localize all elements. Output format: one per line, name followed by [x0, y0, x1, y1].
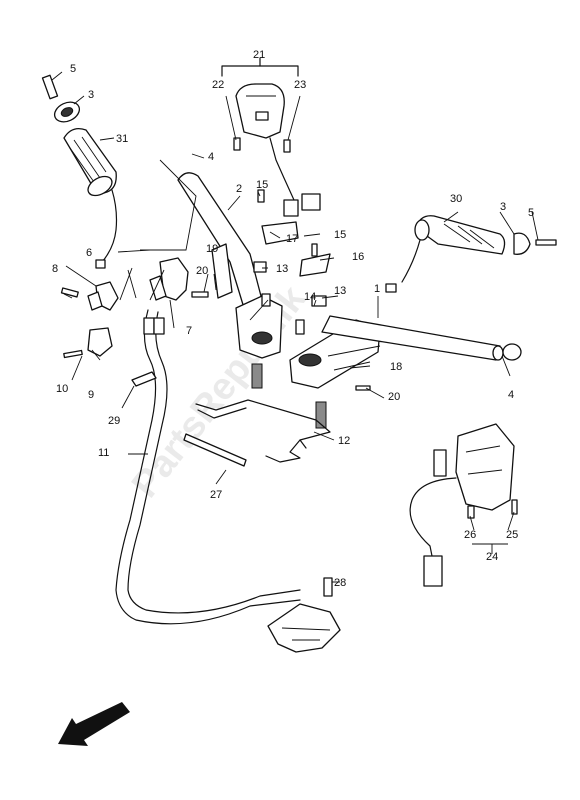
- callout-15-right: 15: [334, 229, 346, 241]
- left-switch-and-cable-holder: [60, 257, 189, 359]
- callout-13-right: 13: [334, 285, 346, 297]
- lower-bracket: [195, 399, 331, 463]
- callout-30: 30: [450, 193, 462, 205]
- callout-26: 26: [464, 529, 476, 541]
- callout-11: 11: [98, 447, 109, 459]
- left-handlebar-riser: [177, 172, 305, 389]
- callout-9: 9: [88, 389, 94, 401]
- callout-4-left: 4: [208, 151, 214, 163]
- callout-31: 31: [116, 133, 128, 145]
- callout-8: 8: [52, 263, 58, 275]
- callout-10: 10: [56, 383, 68, 395]
- callout-13-left: 13: [276, 263, 288, 275]
- callout-3-left: 3: [88, 89, 94, 101]
- callout-17: 17: [286, 233, 298, 245]
- callout-3-right: 3: [500, 201, 506, 213]
- callout-29: 29: [108, 415, 120, 427]
- callout-12: 12: [338, 435, 350, 447]
- upper-switch-assembly: [221, 57, 321, 217]
- callout-16: 16: [352, 251, 364, 263]
- left-grip: [41, 74, 118, 269]
- watermark: PartsRepublik: [124, 278, 315, 506]
- callout-28: 28: [334, 577, 346, 589]
- callout-7: 7: [186, 325, 192, 337]
- callout-18: 18: [390, 361, 402, 373]
- right-handlebar: [321, 215, 557, 361]
- callout-20-left: 20: [196, 265, 208, 277]
- callout-22: 22: [212, 79, 224, 91]
- cables: [115, 309, 341, 653]
- callout-5-right: 5: [528, 207, 534, 219]
- callout-2: 2: [236, 183, 242, 195]
- callout-labels: 5 3 31 21 22 23 4 2 15 17 19 20 13 6 8 7…: [52, 49, 534, 589]
- direction-arrow-icon: [58, 702, 130, 746]
- callout-20-right: 20: [388, 391, 400, 403]
- callout-25: 25: [506, 529, 518, 541]
- callout-19: 19: [206, 243, 218, 255]
- callout-6: 6: [86, 247, 92, 259]
- callout-21: 21: [253, 49, 265, 61]
- callout-4-right: 4: [508, 389, 514, 401]
- callout-24: 24: [486, 551, 498, 563]
- callout-27: 27: [210, 489, 222, 501]
- right-handlebar-switch: [409, 423, 518, 587]
- callout-1: 1: [374, 283, 380, 295]
- callout-5-left: 5: [70, 63, 76, 75]
- callout-14: 14: [304, 291, 316, 303]
- leader-lines: [51, 71, 539, 583]
- callout-15-left: 15: [256, 179, 268, 191]
- callout-23: 23: [294, 79, 306, 91]
